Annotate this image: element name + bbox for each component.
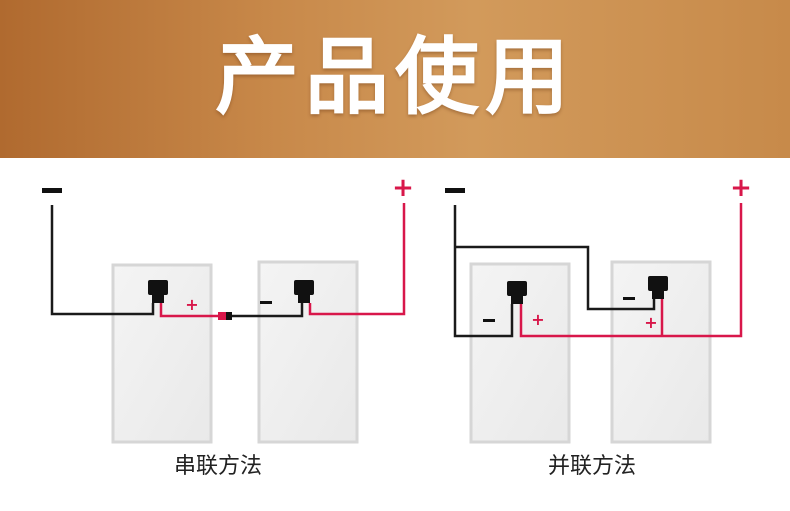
mc4-connector	[218, 312, 228, 320]
junction-box-2	[294, 280, 314, 303]
negative-branch-wire	[455, 245, 656, 311]
negative-wire	[50, 205, 155, 316]
title-banner: 产品使用	[0, 0, 790, 158]
page-title: 产品使用	[214, 28, 575, 126]
panel4-negative-label	[623, 297, 635, 300]
wiring-diagrams: + + + + +	[42, 173, 752, 444]
panel3-positive-label: +	[531, 310, 544, 329]
parallel-caption: 并联方法	[547, 454, 636, 479]
panel3-negative-label	[483, 319, 495, 322]
negative-wire-panel2	[232, 303, 304, 318]
junction-box-4	[648, 276, 668, 299]
positive-terminal-marker: +	[392, 173, 414, 203]
negative-terminal-marker	[445, 188, 465, 193]
panel2-negative-label	[260, 301, 272, 304]
positive-terminal-marker: +	[730, 173, 752, 203]
parallel-diagram: + + +	[445, 173, 752, 444]
series-diagram: + +	[42, 173, 414, 444]
negative-bus-wire	[453, 205, 514, 338]
positive-wire-panel1	[159, 303, 220, 318]
solar-panel-3	[469, 262, 571, 444]
series-caption: 串联方法	[173, 454, 262, 479]
positive-wire	[308, 203, 406, 316]
panel4-positive-label: +	[644, 313, 657, 332]
negative-terminal-marker	[42, 188, 62, 193]
junction-box-3	[507, 281, 527, 304]
junction-box-1	[148, 280, 168, 303]
positive-bus-wire	[519, 203, 743, 338]
panel1-positive-label: +	[185, 295, 198, 314]
